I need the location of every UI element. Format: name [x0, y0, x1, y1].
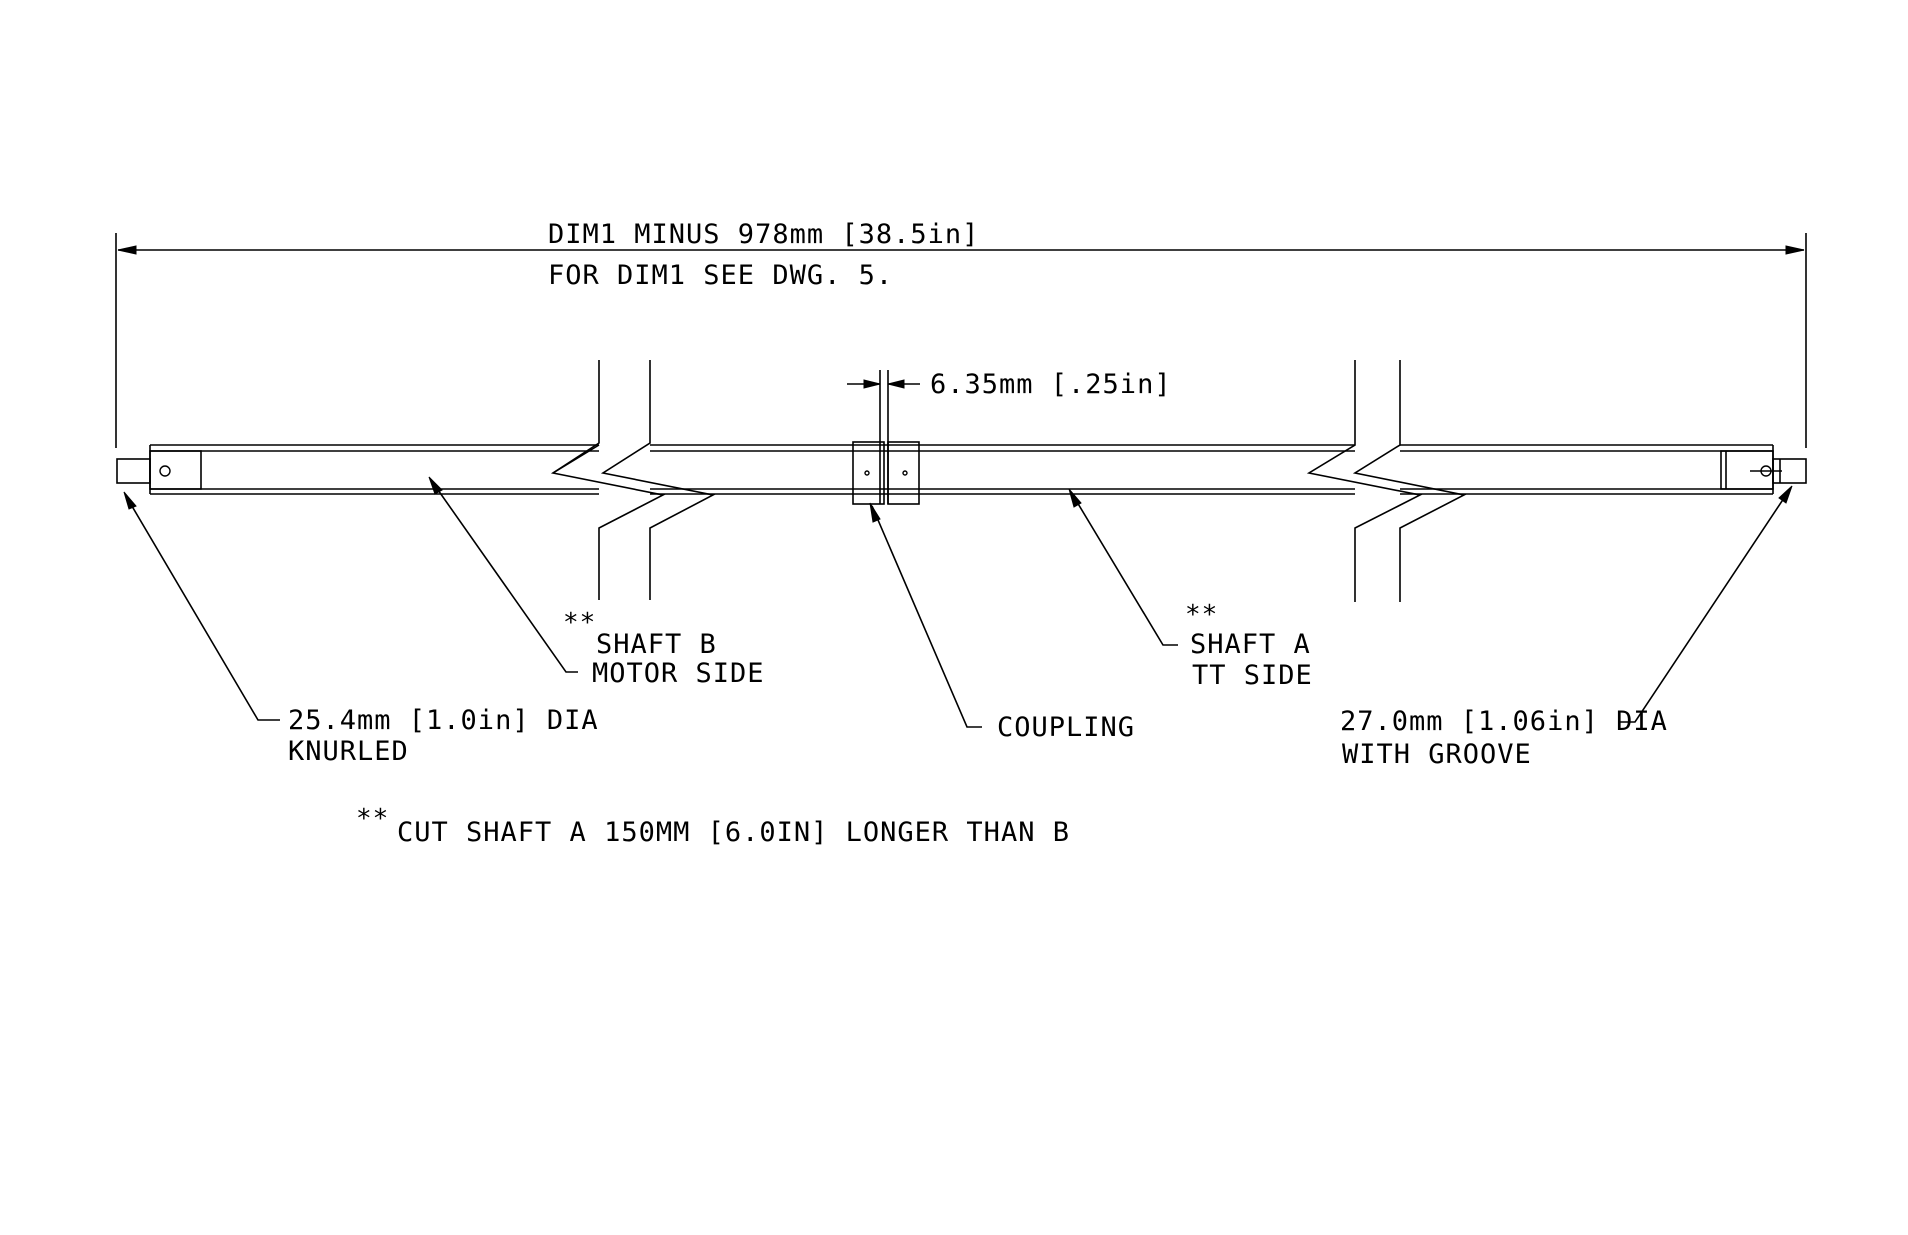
leader-knurled-arrow [124, 492, 136, 509]
leader-lines [124, 477, 1792, 727]
shaft-b-side: MOTOR SIDE [592, 658, 765, 689]
shaft-a-letter: A [1294, 629, 1311, 660]
gap-arrow-right [888, 380, 904, 388]
knurled-end-label: 25.4mm [1.0in] DIA KNURLED [288, 705, 599, 767]
leader-groove-arrow [1779, 486, 1792, 503]
overall-arrow-left [118, 246, 136, 254]
overall-dimension: DIM1 MINUS 978mm [38.5in] FOR DIM1 SEE D… [116, 219, 1806, 448]
shaft-body [150, 445, 1773, 494]
break-line-left [553, 360, 713, 612]
cut-note: ** CUT SHAFT A 150MM [6.0IN] LONGER THAN… [356, 804, 1070, 848]
leader-knurled [126, 496, 280, 720]
cut-note-marker: ** [356, 804, 389, 834]
leader-shaft-a-arrow [1069, 489, 1081, 507]
shaft-a-label: ** SHAFT A TT SIDE [1185, 600, 1313, 691]
break-line-right [1309, 360, 1464, 604]
overall-arrow-right [1786, 246, 1804, 254]
overall-dimension-reference: FOR DIM1 SEE DWG. 5. [548, 260, 893, 291]
knurled-end-diameter: 25.4mm [1.0in] DIA [288, 705, 599, 736]
left-shaft-end [117, 451, 201, 489]
overall-dimension-text: DIM1 MINUS 978mm [38.5in] [548, 219, 979, 250]
shaft-a-name: SHAFT [1190, 629, 1294, 660]
shaft-a-title: SHAFT A [1190, 629, 1311, 660]
leader-shaft-b-arrow [429, 477, 442, 494]
left-set-screw [160, 466, 170, 476]
shaft-b-name: SHAFT [596, 629, 700, 660]
gap-arrow-left [864, 380, 880, 388]
leader-groove [1618, 489, 1790, 722]
shaft-b-letter: B [700, 629, 717, 660]
shaft-b-label: ** SHAFT B MOTOR SIDE [563, 608, 765, 689]
coupling-left-pin [865, 471, 869, 475]
shaft-a-side: TT SIDE [1192, 660, 1313, 691]
groove-end-feature: WITH GROOVE [1342, 739, 1532, 770]
groove-end-diameter: 27.0mm [1.06in] DIA [1340, 706, 1668, 737]
knurled-end-finish: KNURLED [288, 736, 409, 767]
groove-end-label: 27.0mm [1.06in] DIA WITH GROOVE [1340, 706, 1668, 770]
leader-coupling [872, 506, 982, 727]
leader-coupling-arrow [870, 503, 880, 522]
shaft-a-marker: ** [1185, 600, 1218, 630]
coupling-right-pin [903, 471, 907, 475]
leader-shaft-a [1071, 492, 1178, 645]
shaft-b-marker: ** [563, 608, 596, 638]
coupling-label: COUPLING [997, 712, 1135, 743]
right-collar [1721, 451, 1773, 489]
cut-note-text: CUT SHAFT A 150MM [6.0IN] LONGER THAN B [397, 817, 1070, 848]
leader-shaft-b [431, 480, 578, 672]
left-collar [150, 451, 201, 489]
left-stub [117, 459, 150, 483]
shaft-b-title: SHAFT B [596, 629, 717, 660]
gap-dimension-text: 6.35mm [.25in] [930, 369, 1172, 400]
right-shaft-end [1721, 451, 1806, 489]
gap-dimension: 6.35mm [.25in] [847, 369, 1172, 504]
